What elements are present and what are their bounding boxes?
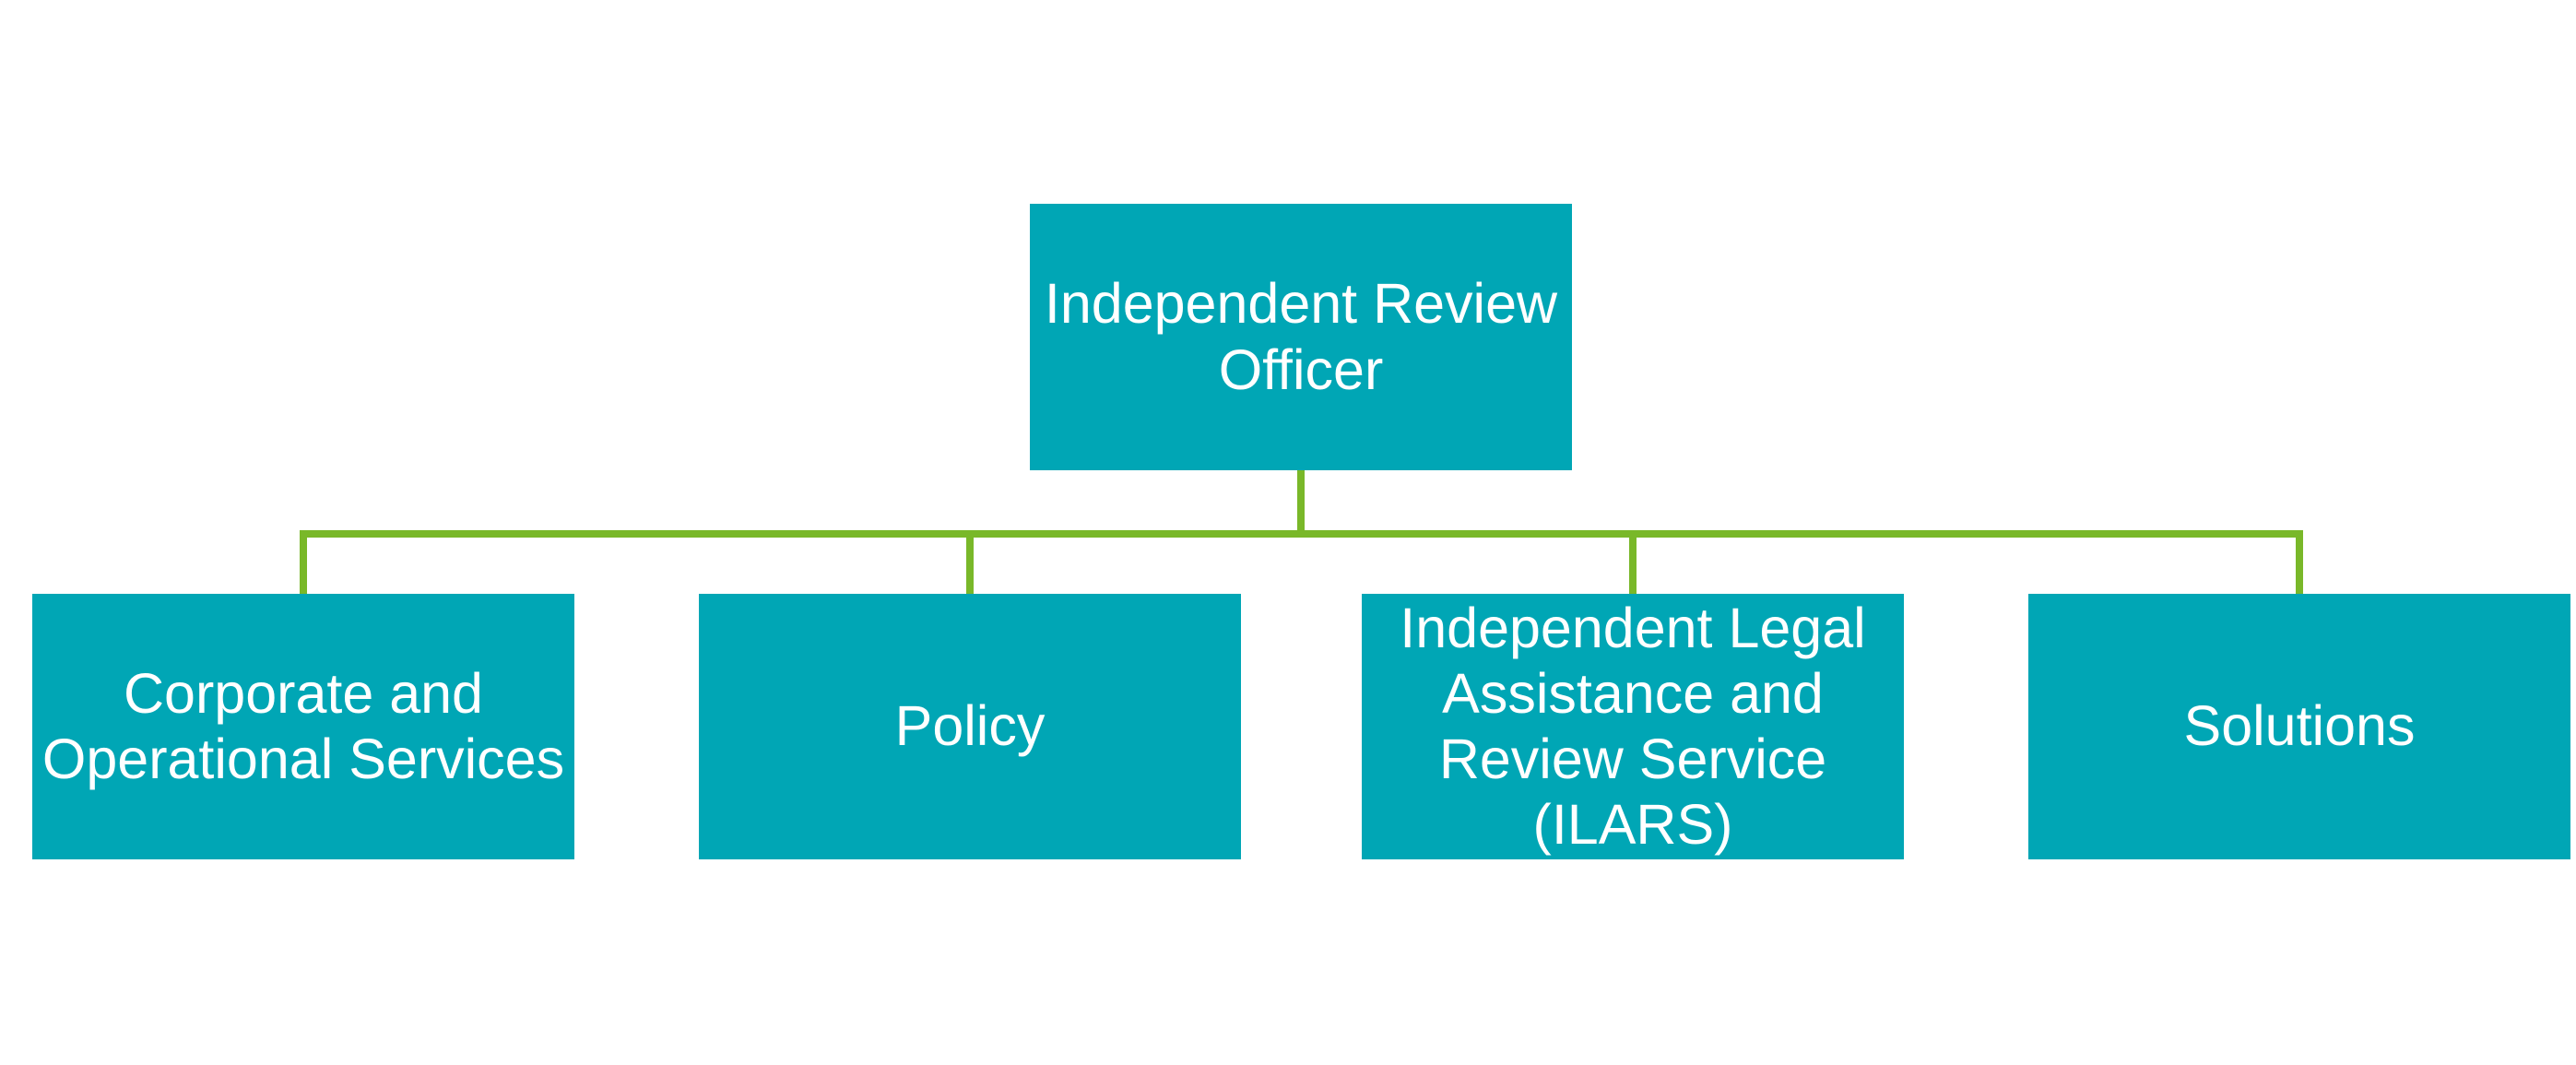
node-policy: Policy [699,594,1241,859]
node-independent-review-officer-label: Independent Review Officer [1044,272,1558,401]
node-solutions: Solutions [2028,594,2570,859]
node-ilars-label: Independent Legal Assistance and Review … [1400,596,1866,857]
connector-drop-ilars [1629,534,1637,594]
node-policy-label: Policy [894,694,1046,758]
connector-drop-corporate [300,534,307,594]
connector-horizontal-line [300,530,2303,538]
connector-drop-policy [966,534,974,594]
node-corporate-and-operational-services-label: Corporate and Operational Services [41,661,565,790]
node-ilars: Independent Legal Assistance and Review … [1362,594,1904,859]
connector-root-stub [1297,469,1305,534]
connector-drop-solutions [2296,534,2303,594]
node-solutions-label: Solutions [2183,694,2416,758]
node-independent-review-officer: Independent Review Officer [1030,204,1572,470]
node-corporate-and-operational-services: Corporate and Operational Services [32,594,574,859]
